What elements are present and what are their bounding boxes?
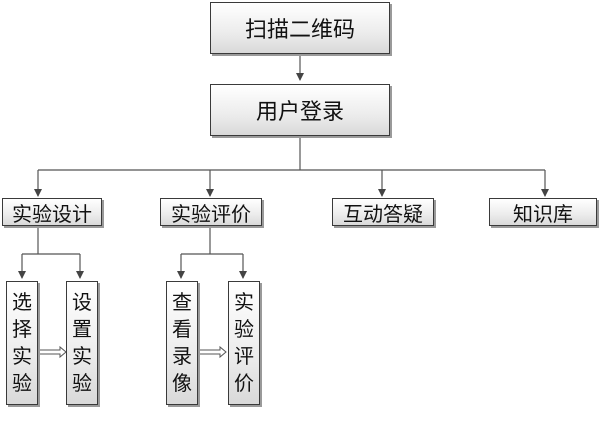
- experiment-evaluation-box: 实验评价: [228, 281, 260, 405]
- hollow-arrow-watch-to-evaluate: [197, 345, 227, 359]
- scan-qr-code-label: 扫描二维码: [244, 18, 355, 43]
- module-knowledge-base: 知识库: [489, 198, 597, 226]
- module-interactive-qa: 互动答疑: [332, 198, 434, 226]
- select-experiment-box: 选择实验: [6, 281, 38, 405]
- module-experiment-evaluation: 实验评价: [160, 198, 262, 226]
- scan-qr-code-box: 扫描二维码: [210, 2, 390, 54]
- watch-recording-label: 查看录像: [172, 290, 192, 395]
- user-login-box: 用户登录: [210, 84, 390, 136]
- module-experiment-design: 实验设计: [2, 198, 102, 226]
- user-login-label: 用户登录: [255, 100, 344, 125]
- module-label: 实验设计: [12, 201, 92, 226]
- select-experiment-label: 选择实验: [12, 290, 32, 395]
- module-label: 知识库: [513, 201, 573, 226]
- setup-experiment-box: 设置实验: [66, 281, 98, 405]
- module-label: 互动答疑: [343, 201, 423, 226]
- hollow-arrow-select-to-setup: [37, 345, 67, 359]
- setup-experiment-label: 设置实验: [72, 290, 92, 395]
- experiment-evaluation-label: 实验评价: [234, 290, 254, 395]
- module-label: 实验评价: [171, 201, 251, 226]
- watch-recording-box: 查看录像: [166, 281, 198, 405]
